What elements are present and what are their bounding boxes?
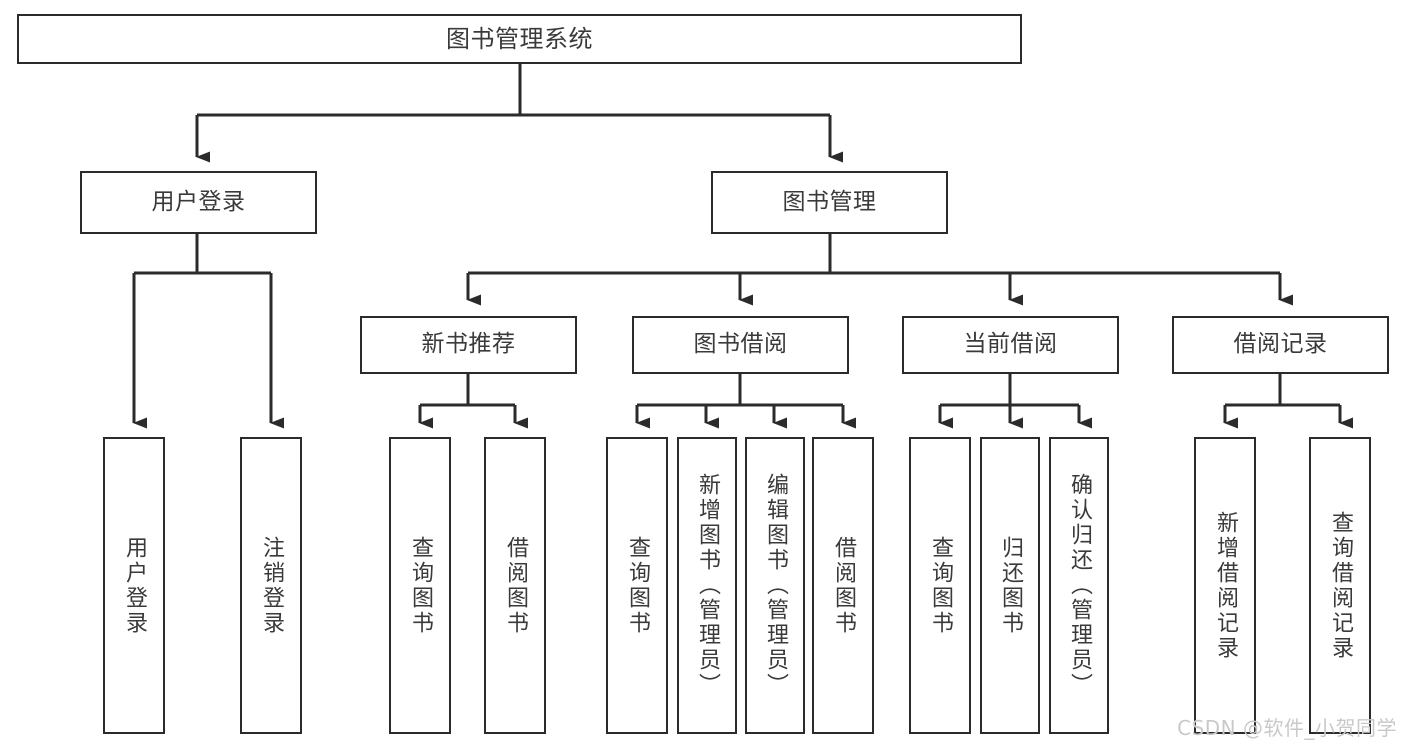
node-label: 新增借阅记录: [1212, 510, 1238, 661]
leaf-current-borrow-confirm-return[interactable]: 确认归还（管理员）: [1049, 437, 1109, 734]
leaf-user-login-login[interactable]: 用户登录: [103, 437, 165, 734]
node-book-borrow[interactable]: 图书借阅: [632, 316, 849, 374]
node-label: 新增图书（管理员）: [694, 473, 720, 698]
leaf-borrow-record-query[interactable]: 查询借阅记录: [1309, 437, 1371, 734]
node-label: 确认归还（管理员）: [1066, 473, 1092, 698]
node-user-login[interactable]: 用户登录: [80, 171, 317, 234]
node-label: 注销登录: [258, 535, 284, 636]
node-label: 图书管理系统: [446, 24, 593, 53]
node-root-system[interactable]: 图书管理系统: [17, 14, 1022, 64]
node-label: 借阅图书: [502, 535, 528, 636]
leaf-book-borrow-borrow[interactable]: 借阅图书: [812, 437, 874, 734]
leaf-new-book-query[interactable]: 查询图书: [389, 437, 451, 734]
node-new-book-recommend[interactable]: 新书推荐: [360, 316, 577, 374]
node-label: 借阅图书: [830, 535, 856, 636]
leaf-borrow-record-add[interactable]: 新增借阅记录: [1194, 437, 1256, 734]
node-label: 用户登录: [121, 535, 147, 636]
node-label: 新书推荐: [421, 331, 516, 358]
leaf-new-book-borrow[interactable]: 借阅图书: [484, 437, 546, 734]
node-label: 当前借阅: [963, 331, 1058, 358]
node-label: 查询借阅记录: [1327, 510, 1353, 661]
leaf-book-borrow-add[interactable]: 新增图书（管理员）: [677, 437, 737, 734]
leaf-book-borrow-query[interactable]: 查询图书: [606, 437, 668, 734]
node-label: 归还图书: [997, 535, 1023, 636]
node-current-borrow[interactable]: 当前借阅: [902, 316, 1119, 374]
node-label: 用户登录: [151, 188, 246, 215]
leaf-book-borrow-edit[interactable]: 编辑图书（管理员）: [745, 437, 805, 734]
node-label: 图书借阅: [693, 331, 788, 358]
node-label: 查询图书: [624, 535, 650, 636]
node-borrow-record[interactable]: 借阅记录: [1172, 316, 1389, 374]
node-book-management[interactable]: 图书管理: [711, 171, 948, 234]
node-label: 查询图书: [407, 535, 433, 636]
leaf-user-login-logout[interactable]: 注销登录: [240, 437, 302, 734]
node-label: 借阅记录: [1233, 331, 1328, 358]
node-label: 查询图书: [927, 535, 953, 636]
node-label: 编辑图书（管理员）: [762, 473, 788, 698]
node-label: 图书管理: [782, 188, 877, 215]
leaf-current-borrow-query[interactable]: 查询图书: [909, 437, 971, 734]
leaf-current-borrow-return[interactable]: 归还图书: [980, 437, 1040, 734]
